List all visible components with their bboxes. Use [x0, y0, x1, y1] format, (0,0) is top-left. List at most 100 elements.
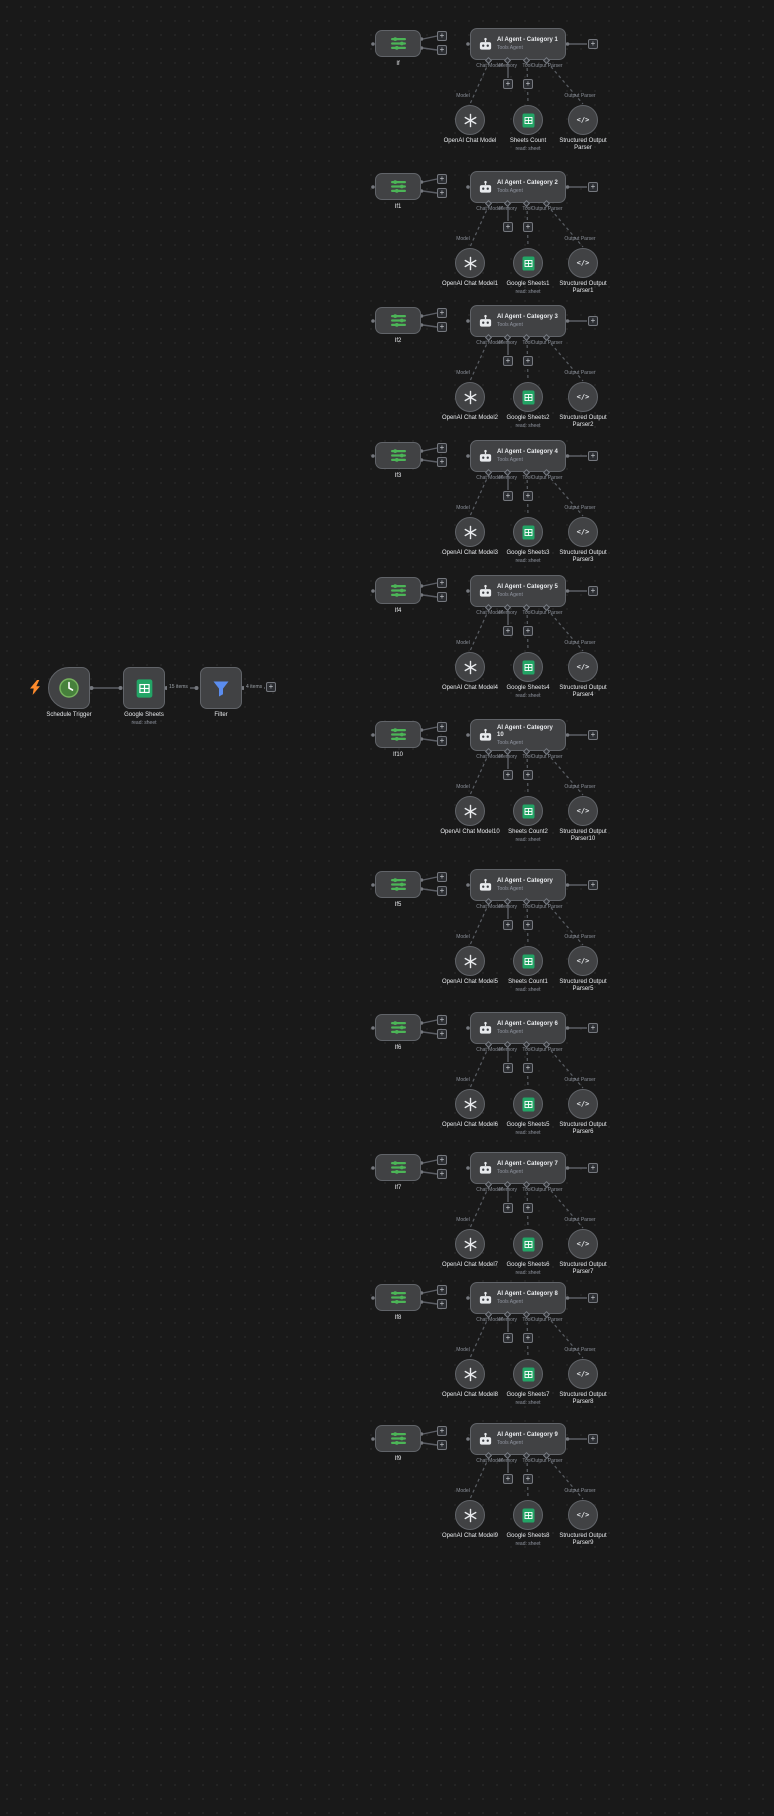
node-tool-google-sheets[interactable] [513, 1500, 543, 1530]
add-node-button[interactable]: + [503, 491, 513, 501]
add-node-button[interactable]: + [437, 188, 447, 198]
add-node-button[interactable]: + [437, 45, 447, 55]
node-structured-output-parser[interactable]: </> [568, 652, 598, 682]
add-node-button[interactable]: + [437, 1029, 447, 1039]
node-structured-output-parser[interactable]: </> [568, 105, 598, 135]
node-tool-google-sheets[interactable] [513, 517, 543, 547]
add-node-button[interactable]: + [437, 592, 447, 602]
node-structured-output-parser[interactable]: </> [568, 382, 598, 412]
add-node-button[interactable]: + [588, 182, 598, 192]
node-google-sheets[interactable] [123, 667, 165, 709]
add-node-button[interactable]: + [588, 1023, 598, 1033]
add-node-button[interactable]: + [437, 886, 447, 896]
node-openai-chat-model[interactable] [455, 796, 485, 826]
add-node-button[interactable]: + [523, 920, 533, 930]
node-structured-output-parser[interactable]: </> [568, 1229, 598, 1259]
add-node-button[interactable]: + [523, 626, 533, 636]
add-node-button[interactable]: + [437, 1440, 447, 1450]
add-node-button[interactable]: + [523, 1333, 533, 1343]
node-openai-chat-model[interactable] [455, 1359, 485, 1389]
add-node-button[interactable]: + [523, 356, 533, 366]
add-node-button[interactable]: + [437, 31, 447, 41]
node-structured-output-parser[interactable]: </> [568, 248, 598, 278]
node-openai-chat-model[interactable] [455, 517, 485, 547]
add-node-button[interactable]: + [437, 1299, 447, 1309]
add-node-button[interactable]: + [523, 79, 533, 89]
node-structured-output-parser[interactable]: </> [568, 1359, 598, 1389]
node-tool-google-sheets[interactable] [513, 946, 543, 976]
node-openai-chat-model[interactable] [455, 382, 485, 412]
node-tool-google-sheets[interactable] [513, 248, 543, 278]
node-tool-google-sheets[interactable] [513, 1359, 543, 1389]
add-node-button[interactable]: + [437, 1285, 447, 1295]
add-node-button[interactable]: + [588, 880, 598, 890]
node-filter[interactable] [200, 667, 242, 709]
add-node-button[interactable]: + [503, 79, 513, 89]
node-openai-chat-model[interactable] [455, 1089, 485, 1119]
node-openai-chat-model[interactable] [455, 652, 485, 682]
add-node-button[interactable]: + [523, 222, 533, 232]
add-node-button[interactable]: + [503, 1063, 513, 1073]
add-node-button[interactable]: + [588, 1293, 598, 1303]
add-node-button[interactable]: + [437, 174, 447, 184]
add-node-button[interactable]: + [266, 682, 276, 692]
add-node-button[interactable]: + [437, 308, 447, 318]
add-node-button[interactable]: + [588, 730, 598, 740]
add-node-button[interactable]: + [503, 626, 513, 636]
add-node-button[interactable]: + [523, 491, 533, 501]
node-tool-google-sheets[interactable] [513, 652, 543, 682]
add-node-button[interactable]: + [588, 316, 598, 326]
node-tool-google-sheets[interactable] [513, 796, 543, 826]
add-node-button[interactable]: + [437, 872, 447, 882]
add-node-button[interactable]: + [437, 1155, 447, 1165]
add-node-button[interactable]: + [523, 1474, 533, 1484]
node-structured-output-parser[interactable]: </> [568, 946, 598, 976]
add-node-button[interactable]: + [437, 578, 447, 588]
add-node-button[interactable]: + [588, 39, 598, 49]
add-node-button[interactable]: + [437, 736, 447, 746]
add-node-button[interactable]: + [437, 443, 447, 453]
node-if[interactable] [375, 577, 421, 604]
node-if[interactable] [375, 30, 421, 57]
add-node-button[interactable]: + [437, 322, 447, 332]
node-if[interactable] [375, 1284, 421, 1311]
node-openai-chat-model[interactable] [455, 248, 485, 278]
add-node-button[interactable]: + [503, 356, 513, 366]
node-tool-google-sheets[interactable] [513, 1229, 543, 1259]
node-openai-chat-model[interactable] [455, 946, 485, 976]
add-node-button[interactable]: + [437, 1015, 447, 1025]
add-node-button[interactable]: + [437, 722, 447, 732]
add-node-button[interactable]: + [437, 1169, 447, 1179]
node-if[interactable] [375, 1154, 421, 1181]
node-openai-chat-model[interactable] [455, 1500, 485, 1530]
add-node-button[interactable]: + [503, 222, 513, 232]
node-if[interactable] [375, 871, 421, 898]
node-openai-chat-model[interactable] [455, 1229, 485, 1259]
add-node-button[interactable]: + [523, 1063, 533, 1073]
add-node-button[interactable]: + [588, 586, 598, 596]
add-node-button[interactable]: + [503, 1474, 513, 1484]
node-if[interactable] [375, 173, 421, 200]
add-node-button[interactable]: + [503, 1333, 513, 1343]
node-structured-output-parser[interactable]: </> [568, 1089, 598, 1119]
node-tool-google-sheets[interactable] [513, 105, 543, 135]
node-if[interactable] [375, 442, 421, 469]
node-if[interactable] [375, 307, 421, 334]
node-openai-chat-model[interactable] [455, 105, 485, 135]
add-node-button[interactable]: + [588, 1163, 598, 1173]
node-structured-output-parser[interactable]: </> [568, 1500, 598, 1530]
add-node-button[interactable]: + [437, 457, 447, 467]
add-node-button[interactable]: + [523, 770, 533, 780]
add-node-button[interactable]: + [503, 920, 513, 930]
node-if[interactable] [375, 1425, 421, 1452]
